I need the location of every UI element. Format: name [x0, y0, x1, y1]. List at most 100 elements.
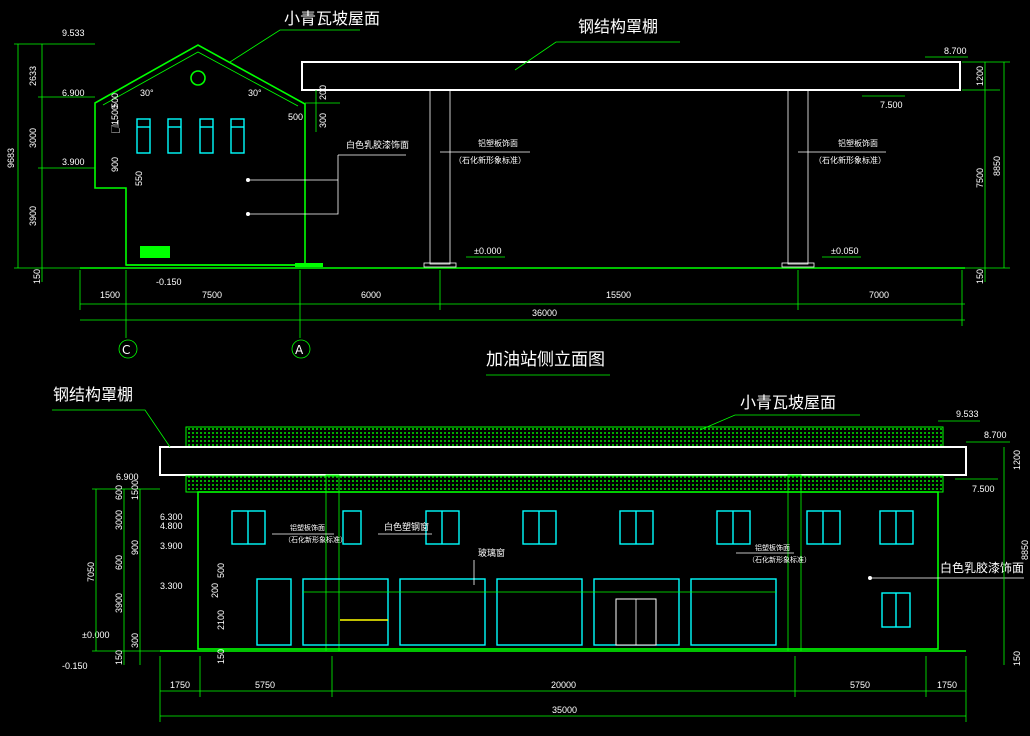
- bottom-dim: 6000: [361, 290, 381, 300]
- elev-8700-top: 8.700: [944, 46, 967, 56]
- right-dim: 150: [975, 269, 985, 284]
- upper-windows: [231, 510, 914, 628]
- axis-a-label: A: [295, 343, 304, 357]
- panel-label-left-1: 铝塑板饰面: [478, 138, 518, 148]
- left-total: 9683: [6, 148, 16, 168]
- elev-9533-bottom: 9.533: [956, 409, 979, 419]
- col-dim: 2100: [216, 610, 226, 630]
- elev-3900-bottom: 3.900: [160, 541, 183, 551]
- bottom-dim-b: 20000: [551, 680, 576, 690]
- panel-label-left-2: （石化新形象标准）: [454, 155, 526, 165]
- bottom-dim: 15500: [606, 290, 631, 300]
- window: [136, 118, 151, 154]
- bottom-dim: 7000: [869, 290, 889, 300]
- elev-minus-0150-bottom: -0.150: [62, 661, 88, 671]
- door-step: [140, 246, 170, 258]
- left-inner-dim: 300: [130, 633, 140, 648]
- col-dim: 150: [216, 649, 226, 664]
- right-dim: 1200: [975, 66, 985, 86]
- col-dim: 200: [210, 583, 220, 598]
- bottom-dim-b: 5750: [850, 680, 870, 690]
- roof-label-bottom: 小青瓦坡屋面: [740, 393, 836, 412]
- bottom-total-b: 35000: [552, 705, 577, 715]
- canopy-column: [787, 474, 802, 652]
- elev-7500-bottom: 7.500: [972, 484, 995, 494]
- dim-1500: 1500: [110, 105, 120, 125]
- dim-500b: 500: [110, 93, 120, 108]
- bottom-dim: 7500: [202, 290, 222, 300]
- dim-300: 300: [318, 113, 328, 128]
- left-inner-dim: 600: [114, 485, 124, 500]
- right-dim-bottom: 150: [1012, 651, 1022, 666]
- gable-windows: [136, 118, 245, 154]
- dim-500: 500: [288, 112, 303, 122]
- canopy-label-top: 钢结构罩棚: [578, 17, 658, 36]
- panel-label-bottom-left-2: （石化新形象标准）: [284, 535, 347, 544]
- building-gable: [94, 44, 306, 266]
- elev-4800-bottom: 4.800: [160, 521, 183, 531]
- bottom-dim-b: 1750: [170, 680, 190, 690]
- col-dim: 500: [216, 563, 226, 578]
- left-inner-dim: 3000: [114, 510, 124, 530]
- canopy-label-bottom: 钢结构罩棚: [53, 385, 133, 404]
- storefront-glass: [256, 578, 777, 646]
- dim-900: 900: [110, 157, 120, 172]
- roof-inner-line: [102, 51, 299, 107]
- elev-0000-top: ±0.000: [474, 246, 501, 256]
- left-dim: 3000: [28, 128, 38, 148]
- left-inner-dim: 150: [114, 650, 124, 665]
- left-dim: 3900: [28, 206, 38, 226]
- left-inner-dim: 3900: [114, 593, 124, 613]
- canopy-band-bottom: [159, 446, 967, 476]
- hand-cursor-icon: ☝: [110, 117, 121, 138]
- left-dim: 2633: [28, 66, 38, 86]
- bottom-total: 36000: [532, 308, 557, 318]
- panel-label-bottom-right-2: （石化新形象标准）: [748, 555, 811, 564]
- left-inner-dim: 1500: [130, 480, 140, 500]
- window: [230, 118, 245, 154]
- left-inner-dim: 900: [130, 540, 140, 555]
- elev-6300-bottom: 6.300: [160, 512, 183, 522]
- section-title: 加油站侧立面图: [486, 350, 605, 370]
- axis-bubble-c: [118, 339, 138, 359]
- elev-7500-top: 7.500: [880, 100, 903, 110]
- dim-550: 550: [134, 171, 144, 186]
- wall-label-bottom: 白色乳胶漆饰面: [940, 560, 1024, 575]
- gable-vent-icon: [190, 70, 206, 86]
- panel-label-right-2: （石化新形象标准）: [814, 155, 886, 165]
- elev-3900-top: 3.900: [62, 157, 85, 167]
- right-total-bottom: 8850: [1020, 540, 1030, 560]
- bottom-dim-b: 1750: [937, 680, 957, 690]
- elev-8700-bottom: 8.700: [984, 430, 1007, 440]
- window-label: 白色塑钢窗: [384, 521, 429, 533]
- roof-label-top: 小青瓦坡屋面: [284, 9, 380, 28]
- left-inner-dim: 600: [114, 555, 124, 570]
- elev-0050-top: ±0.050: [831, 246, 858, 256]
- elev-6900-top: 6.900: [62, 88, 85, 98]
- bottom-elevation: 钢结构罩棚 小青瓦坡屋面 白色乳胶漆饰面 白色塑钢窗 玻璃窗 铝塑板饰面 （石化…: [52, 385, 1030, 722]
- angle-left: 30°: [140, 88, 154, 98]
- right-total: 8850: [992, 156, 1002, 176]
- window: [167, 118, 182, 154]
- station-building: [197, 491, 939, 650]
- right-dim: 7500: [975, 168, 985, 188]
- panel-label-bottom-left-1: 铝塑板饰面: [290, 523, 325, 532]
- elev-minus-0150-top: -0.150: [156, 277, 182, 287]
- elev-9533-top: 9.533: [62, 28, 85, 38]
- dim-200: 200: [318, 85, 328, 100]
- panel-label-right-1: 铝塑板饰面: [838, 138, 878, 148]
- panel-label-bottom-right-1: 铝塑板饰面: [755, 543, 790, 552]
- axis-c-label: C: [122, 343, 130, 357]
- canopy-column-right: [787, 89, 809, 265]
- bottom-dim-b: 5750: [255, 680, 275, 690]
- bottom-dim: 1500: [100, 290, 120, 300]
- left-dim: 150: [32, 269, 42, 284]
- top-elevation: ☝ 9.533 6.900 3.900 2633 3000 3900 150 9…: [6, 9, 1010, 359]
- window: [199, 118, 214, 154]
- right-dim-bottom: 1200: [1012, 450, 1022, 470]
- elev-6900-bottom: 6.900: [116, 472, 139, 482]
- canopy-column: [325, 474, 340, 652]
- canopy-top: [301, 61, 961, 91]
